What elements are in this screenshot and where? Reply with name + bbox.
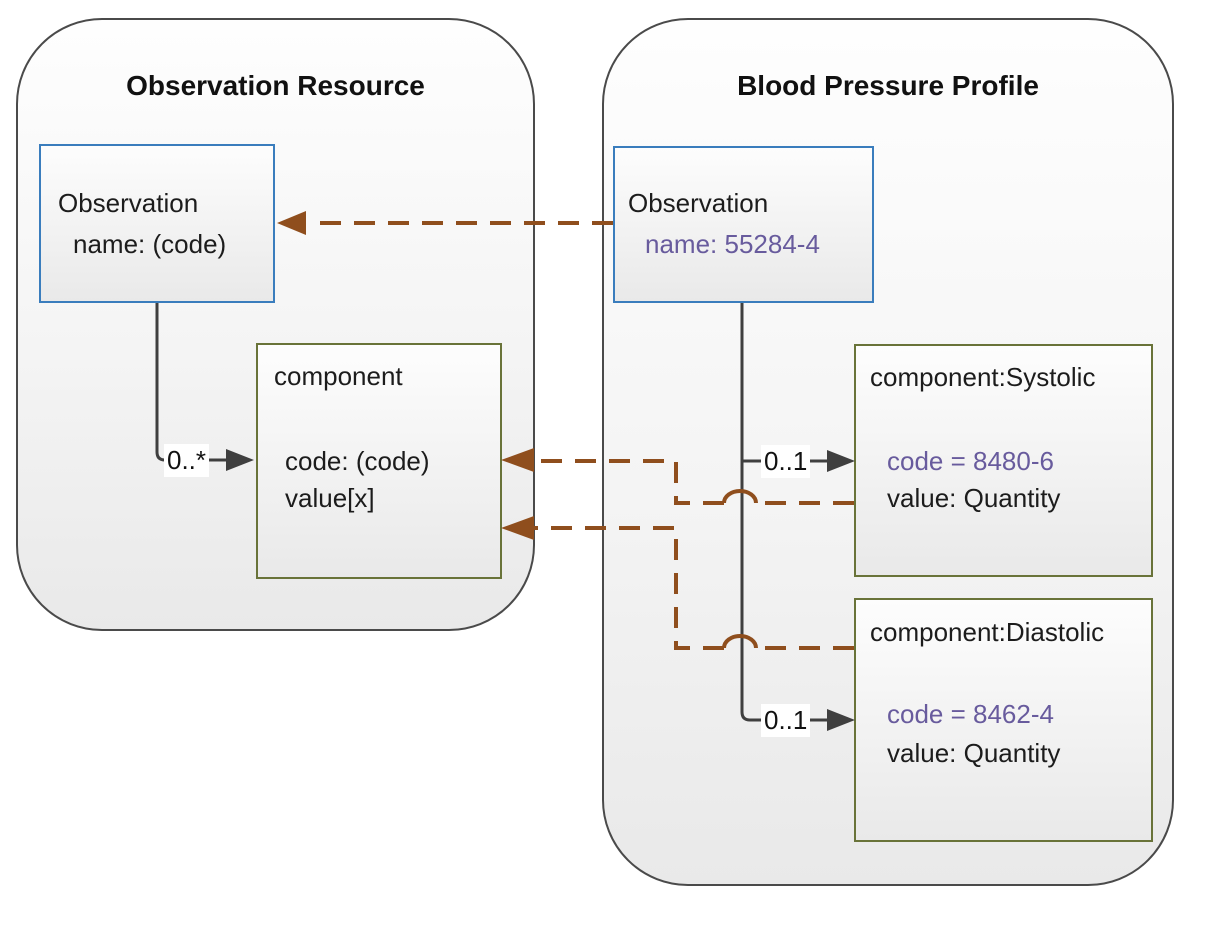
box-component-diastolic-title: component:Diastolic [870,617,1105,647]
box-observation-generic-name-attr: name: (code) [73,229,227,259]
box-observation-bp-name-attr: name: 55284-4 [645,229,820,259]
containment-arrowhead-component-icon [226,449,254,471]
box-component-generic-title: component [274,361,403,391]
box-observation-generic: Observation name: (code) [39,144,275,303]
containment-line-left [155,303,226,462]
box-observation-bp-title: Observation [628,188,769,218]
containment-arrowhead-systolic-icon [827,450,855,472]
box-component-systolic-title: component:Systolic [870,362,1096,392]
mapping-line-systolic [532,459,854,505]
mapping-hop-systolic-icon [722,489,758,504]
box-observation-generic-title: Observation [58,188,199,218]
mapping-arrowhead-observation-icon [277,211,306,235]
multiplicity-label-diastolic: 0..1 [761,704,811,737]
box-component-diastolic: component:Diastolic code = 8462-4 value:… [854,598,1153,842]
box-component-generic-value-attr: value[x] [285,483,375,513]
box-component-systolic-value-attr: value: Quantity [887,483,1061,513]
box-component-generic-code-attr: code: (code) [285,446,430,476]
box-component-systolic-code-attr: code = 8480-6 [887,446,1054,476]
mapping-arrowhead-systolic-icon [501,448,534,472]
multiplicity-label-component: 0..* [164,444,210,477]
containment-line-right [740,303,827,722]
box-component-diastolic-value-attr: value: Quantity [887,738,1061,768]
box-component-diastolic-code-attr: code = 8462-4 [887,699,1054,729]
panel-title-blood-pressure-profile: Blood Pressure Profile [737,70,1039,101]
box-observation-blood-pressure: Observation name: 55284-4 [613,146,874,303]
mapping-hop-diastolic-icon [722,634,758,649]
mapping-arrowhead-diastolic-icon [501,516,534,540]
panel-title-observation-resource: Observation Resource [126,70,425,101]
box-component-systolic: component:Systolic code = 8480-6 value: … [854,344,1153,577]
containment-arrowhead-diastolic-icon [827,709,855,731]
multiplicity-label-systolic: 0..1 [761,445,811,478]
mapping-line-diastolic [532,526,854,650]
box-component-generic: component code: (code) value[x] [256,343,502,579]
